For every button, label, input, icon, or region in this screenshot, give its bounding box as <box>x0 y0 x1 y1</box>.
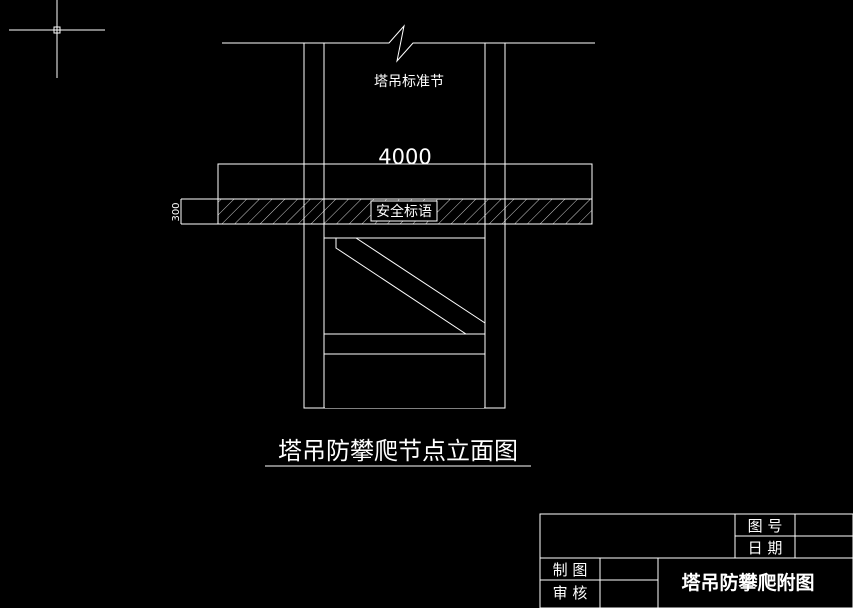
height-dimension-label: 300 <box>171 202 182 221</box>
drawn-by-label: 制 图 <box>553 561 588 579</box>
height-dimension <box>180 198 218 225</box>
date-label: 日 期 <box>748 539 783 557</box>
width-dimension-label: 4000 <box>378 145 431 169</box>
mast-column-left <box>303 42 325 409</box>
standard-section-label: 塔吊标准节 <box>374 74 444 90</box>
title-block <box>539 513 853 608</box>
elevation-title: 塔吊防攀爬节点立面图 <box>278 437 518 465</box>
slogan-label: 安全标语 <box>376 203 432 220</box>
sheet-title: 塔吊防攀爬附图 <box>681 571 814 594</box>
crosshair-cursor-icon <box>9 0 105 78</box>
break-line <box>222 24 595 63</box>
anti-climb-board <box>217 163 593 225</box>
mast-column-right <box>484 42 506 409</box>
drawing-number-label: 图 号 <box>748 517 783 535</box>
checked-by-label: 审 核 <box>553 584 588 602</box>
bracing-frame <box>323 237 486 409</box>
